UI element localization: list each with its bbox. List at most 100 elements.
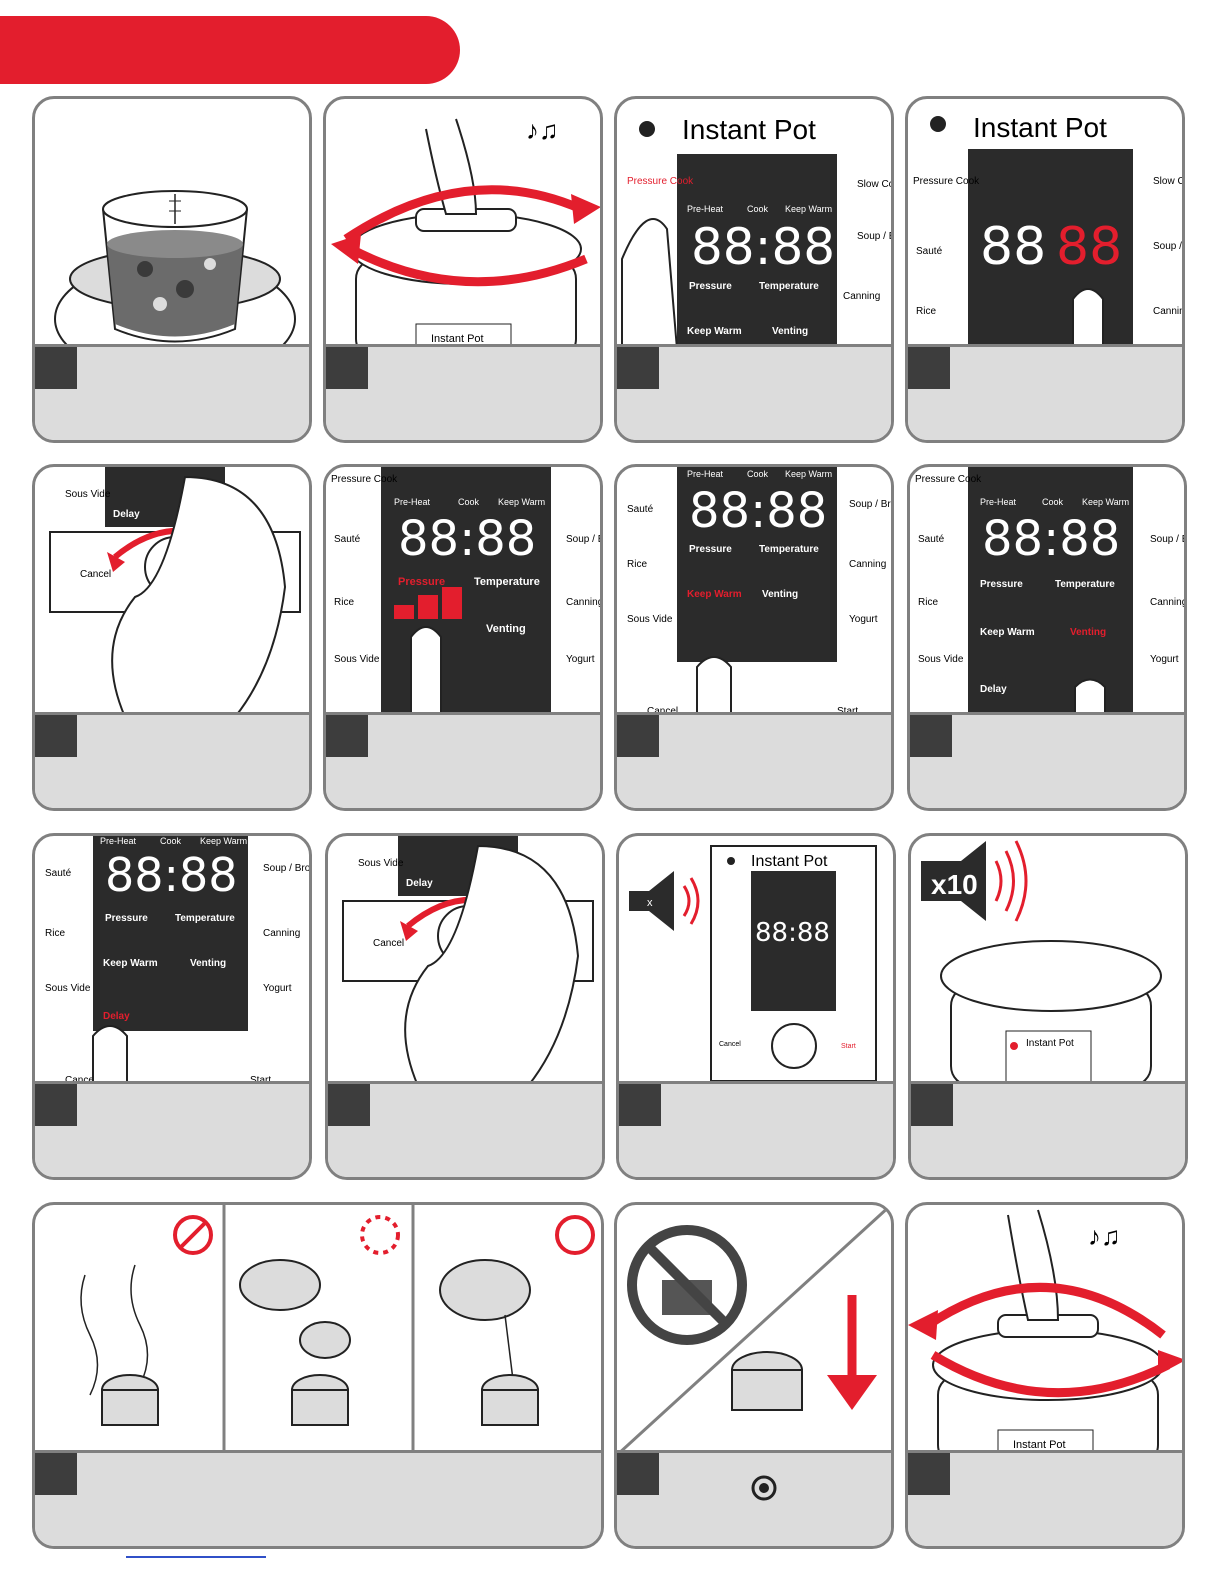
step-14-illustration bbox=[617, 1205, 891, 1455]
step-7-illustration: Pre-Heat Cook Keep Warm 88:88 Pressure T… bbox=[617, 467, 891, 717]
sealed-icon bbox=[173, 1215, 213, 1255]
header-bar bbox=[0, 16, 460, 84]
svg-text:Cancel: Cancel bbox=[719, 1041, 741, 1048]
svg-text:Cancel: Cancel bbox=[80, 569, 111, 580]
svg-text:Sous Vide: Sous Vide bbox=[627, 614, 673, 625]
svg-text:Slow Cook: Slow Cook bbox=[857, 179, 891, 190]
svg-text:Yogurt: Yogurt bbox=[1150, 654, 1179, 665]
step-number-box bbox=[911, 1084, 953, 1126]
svg-text:Temperature: Temperature bbox=[474, 576, 540, 588]
step-number-box bbox=[35, 347, 77, 389]
step-number-box bbox=[326, 347, 368, 389]
svg-text:Keep Warm: Keep Warm bbox=[103, 958, 158, 969]
pulse-vent-icon bbox=[360, 1215, 400, 1255]
step-card-8: Pre-Heat Cook Keep Warm 88:88 Pressure T… bbox=[907, 464, 1187, 811]
svg-text:Delay: Delay bbox=[113, 509, 140, 520]
step-2-illustration: ♪♫ Instant Pot bbox=[326, 99, 600, 349]
step-card-6: Pre-Heat Cook Keep Warm 88:88 Pressure T… bbox=[323, 464, 603, 811]
step-number-box bbox=[908, 347, 950, 389]
svg-text:Sous Vide: Sous Vide bbox=[334, 654, 380, 665]
svg-text:Start: Start bbox=[250, 1075, 271, 1086]
svg-text:Instant Pot: Instant Pot bbox=[1026, 1038, 1074, 1049]
svg-text:Pressure Cook: Pressure Cook bbox=[915, 474, 982, 485]
svg-text:Temperature: Temperature bbox=[1055, 579, 1115, 590]
step-card-15: ♪♫ Instant Pot bbox=[905, 1202, 1185, 1549]
footer-link-underline[interactable] bbox=[126, 1556, 266, 1558]
step-3-illustration: Instant Pot 88:88 Pre-Heat Cook Keep War… bbox=[617, 99, 891, 349]
svg-text:Venting: Venting bbox=[762, 589, 798, 600]
step-card-4: Instant Pot 88 88 Pressure Cook Sauté Ri… bbox=[905, 96, 1185, 443]
speaker-icon bbox=[629, 871, 674, 931]
svg-text:Pre-Heat: Pre-Heat bbox=[980, 497, 1017, 507]
svg-text:Delay: Delay bbox=[103, 1011, 130, 1022]
svg-text:Delay: Delay bbox=[406, 878, 433, 889]
step-number-box bbox=[328, 1084, 370, 1126]
step-15-band bbox=[908, 1450, 1182, 1546]
svg-text:Instant Pot: Instant Pot bbox=[751, 853, 828, 870]
step-1-illustration bbox=[35, 99, 309, 349]
svg-text:88:88: 88:88 bbox=[755, 918, 830, 948]
step-5-band bbox=[35, 712, 309, 808]
svg-text:Rice: Rice bbox=[916, 306, 936, 317]
svg-text:Cook: Cook bbox=[1042, 497, 1064, 507]
svg-text:Pre-Heat: Pre-Heat bbox=[100, 836, 137, 846]
svg-text:Pressure: Pressure bbox=[980, 579, 1023, 590]
svg-text:♪♫: ♪♫ bbox=[1088, 1221, 1121, 1251]
svg-text:Canning: Canning bbox=[1153, 306, 1182, 317]
step-14-band bbox=[617, 1450, 891, 1546]
step-card-3: Instant Pot 88:88 Pre-Heat Cook Keep War… bbox=[614, 96, 894, 443]
step-number-box bbox=[617, 1453, 659, 1495]
svg-text:Cook: Cook bbox=[747, 204, 769, 214]
svg-text:88: 88 bbox=[1056, 217, 1122, 277]
step-10-illustration: Delay Sous Vide Cancel bbox=[328, 836, 602, 1086]
svg-text:Sauté: Sauté bbox=[334, 534, 361, 545]
svg-text:Pre-Heat: Pre-Heat bbox=[687, 469, 724, 479]
svg-text:Yogurt: Yogurt bbox=[263, 983, 292, 994]
step-card-5: Delay Sous Vide Cancel bbox=[32, 464, 312, 811]
svg-text:Instant Pot: Instant Pot bbox=[973, 112, 1107, 143]
svg-text:88:88: 88:88 bbox=[398, 511, 536, 567]
svg-text:Start: Start bbox=[837, 706, 858, 717]
svg-text:Sous Vide: Sous Vide bbox=[45, 983, 91, 994]
svg-text:Keep Warm: Keep Warm bbox=[1082, 497, 1129, 507]
svg-text:Pressure: Pressure bbox=[689, 281, 732, 292]
svg-text:Pressure Cook: Pressure Cook bbox=[331, 474, 398, 485]
svg-text:Canning: Canning bbox=[566, 597, 600, 608]
svg-text:Keep Warm: Keep Warm bbox=[980, 627, 1035, 638]
svg-text:Pressure Cook: Pressure Cook bbox=[627, 176, 694, 187]
step-card-10: Delay Sous Vide Cancel bbox=[325, 833, 605, 1180]
svg-text:Keep Warm: Keep Warm bbox=[785, 204, 832, 214]
svg-text:Keep Warm: Keep Warm bbox=[498, 497, 545, 507]
svg-text:Soup / Broth: Soup / Broth bbox=[566, 534, 600, 545]
step-12-band bbox=[911, 1081, 1185, 1177]
step-number-box bbox=[619, 1084, 661, 1126]
step-6-band bbox=[326, 712, 600, 808]
svg-text:Cook: Cook bbox=[458, 497, 480, 507]
svg-text:Delay: Delay bbox=[980, 684, 1007, 695]
step-card-13 bbox=[32, 1202, 604, 1549]
svg-text:Soup / Broth: Soup / Broth bbox=[1150, 534, 1184, 545]
svg-text:Canning: Canning bbox=[843, 291, 880, 302]
svg-text:Sauté: Sauté bbox=[627, 504, 654, 515]
inner-pot-icon bbox=[54, 190, 296, 349]
svg-text:88:88: 88:88 bbox=[691, 218, 835, 276]
svg-text:x: x bbox=[647, 897, 653, 909]
svg-text:88: 88 bbox=[980, 217, 1046, 277]
svg-text:Start: Start bbox=[841, 1043, 856, 1050]
svg-text:Canning: Canning bbox=[1150, 597, 1184, 608]
svg-text:Soup / Broth: Soup / Broth bbox=[857, 231, 891, 242]
step-number-box bbox=[326, 715, 368, 757]
step-number-box bbox=[908, 1453, 950, 1495]
step-12-illustration: x10 Instant Pot bbox=[911, 836, 1185, 1086]
step-card-14 bbox=[614, 1202, 894, 1549]
svg-text:Rice: Rice bbox=[918, 597, 938, 608]
svg-text:♪♫: ♪♫ bbox=[526, 115, 559, 145]
svg-text:Instant Pot: Instant Pot bbox=[431, 333, 484, 345]
svg-text:Keep Warm: Keep Warm bbox=[785, 469, 832, 479]
svg-text:Sauté: Sauté bbox=[916, 246, 943, 257]
step-7-band bbox=[617, 712, 891, 808]
step-number-box bbox=[35, 715, 77, 757]
step-9-band bbox=[35, 1081, 309, 1177]
svg-text:88:88: 88:88 bbox=[689, 483, 827, 539]
svg-text:88:88: 88:88 bbox=[105, 848, 238, 902]
